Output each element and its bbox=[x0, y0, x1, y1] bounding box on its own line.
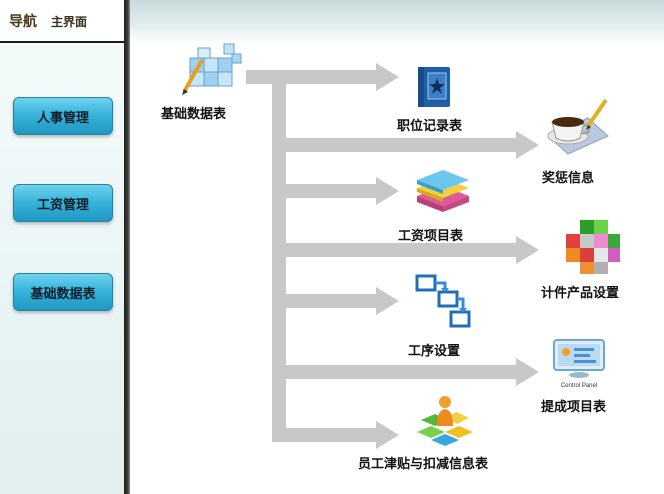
flow-arrowhead bbox=[376, 177, 399, 205]
basic-data-button[interactable]: 基础数据表 bbox=[13, 273, 113, 311]
navigation-sidebar: 导航 主界面 人事管理 工资管理 基础数据表 bbox=[0, 0, 124, 494]
flow-arrowhead bbox=[516, 358, 539, 386]
node-label-process-settings[interactable]: 工序设置 bbox=[408, 344, 461, 359]
main-top-gradient bbox=[130, 0, 664, 44]
book-icon[interactable] bbox=[412, 64, 456, 110]
flow-arrowhead bbox=[516, 236, 539, 264]
flow-arrowhead bbox=[516, 131, 539, 159]
color-blocks-icon[interactable] bbox=[560, 218, 622, 276]
nav-subtitle-main[interactable]: 主界面 bbox=[51, 15, 88, 29]
data-cube-icon[interactable] bbox=[180, 40, 246, 96]
flow-arrowhead bbox=[376, 287, 399, 315]
flow-arrow-shaft bbox=[286, 294, 376, 308]
flow-arrowhead bbox=[376, 421, 399, 449]
person-blocks-icon[interactable] bbox=[415, 394, 475, 452]
personnel-management-button[interactable]: 人事管理 bbox=[13, 97, 113, 135]
nav-header: 导航 主界面 bbox=[0, 0, 124, 43]
control-panel-text: Control Panel bbox=[561, 383, 597, 389]
flow-arrowhead bbox=[376, 63, 399, 91]
root-node-label[interactable]: 基础数据表 bbox=[161, 107, 227, 122]
process-arrows-icon[interactable] bbox=[413, 272, 473, 330]
flow-arrow-shaft bbox=[286, 184, 376, 198]
nav-title: 导航 bbox=[9, 14, 37, 30]
flow-arrow-shaft bbox=[272, 428, 376, 442]
sidebar-divider bbox=[124, 0, 130, 494]
node-label-position-records[interactable]: 职位记录表 bbox=[397, 119, 463, 134]
node-label-salary-items[interactable]: 工资项目表 bbox=[398, 229, 464, 244]
flow-arrow-shaft bbox=[286, 365, 516, 379]
node-label-piecework-products[interactable]: 计件产品设置 bbox=[541, 286, 620, 301]
node-label-allowance-deduction[interactable]: 员工津贴与扣减信息表 bbox=[358, 457, 489, 472]
coffee-cup-icon[interactable] bbox=[542, 96, 612, 160]
node-label-commission-items[interactable]: 提成项目表 bbox=[541, 400, 607, 415]
flow-arrow-shaft bbox=[286, 138, 516, 152]
flow-arrow-shaft bbox=[286, 243, 516, 257]
flow-arrow-shaft bbox=[286, 70, 376, 84]
node-label-rewards-penalties[interactable]: 奖惩信息 bbox=[542, 171, 595, 186]
flow-trunk bbox=[272, 70, 286, 442]
paper-stack-icon[interactable] bbox=[413, 166, 471, 214]
salary-management-button[interactable]: 工资管理 bbox=[13, 184, 113, 222]
control-panel-icon[interactable]: Control Panel bbox=[550, 338, 608, 390]
